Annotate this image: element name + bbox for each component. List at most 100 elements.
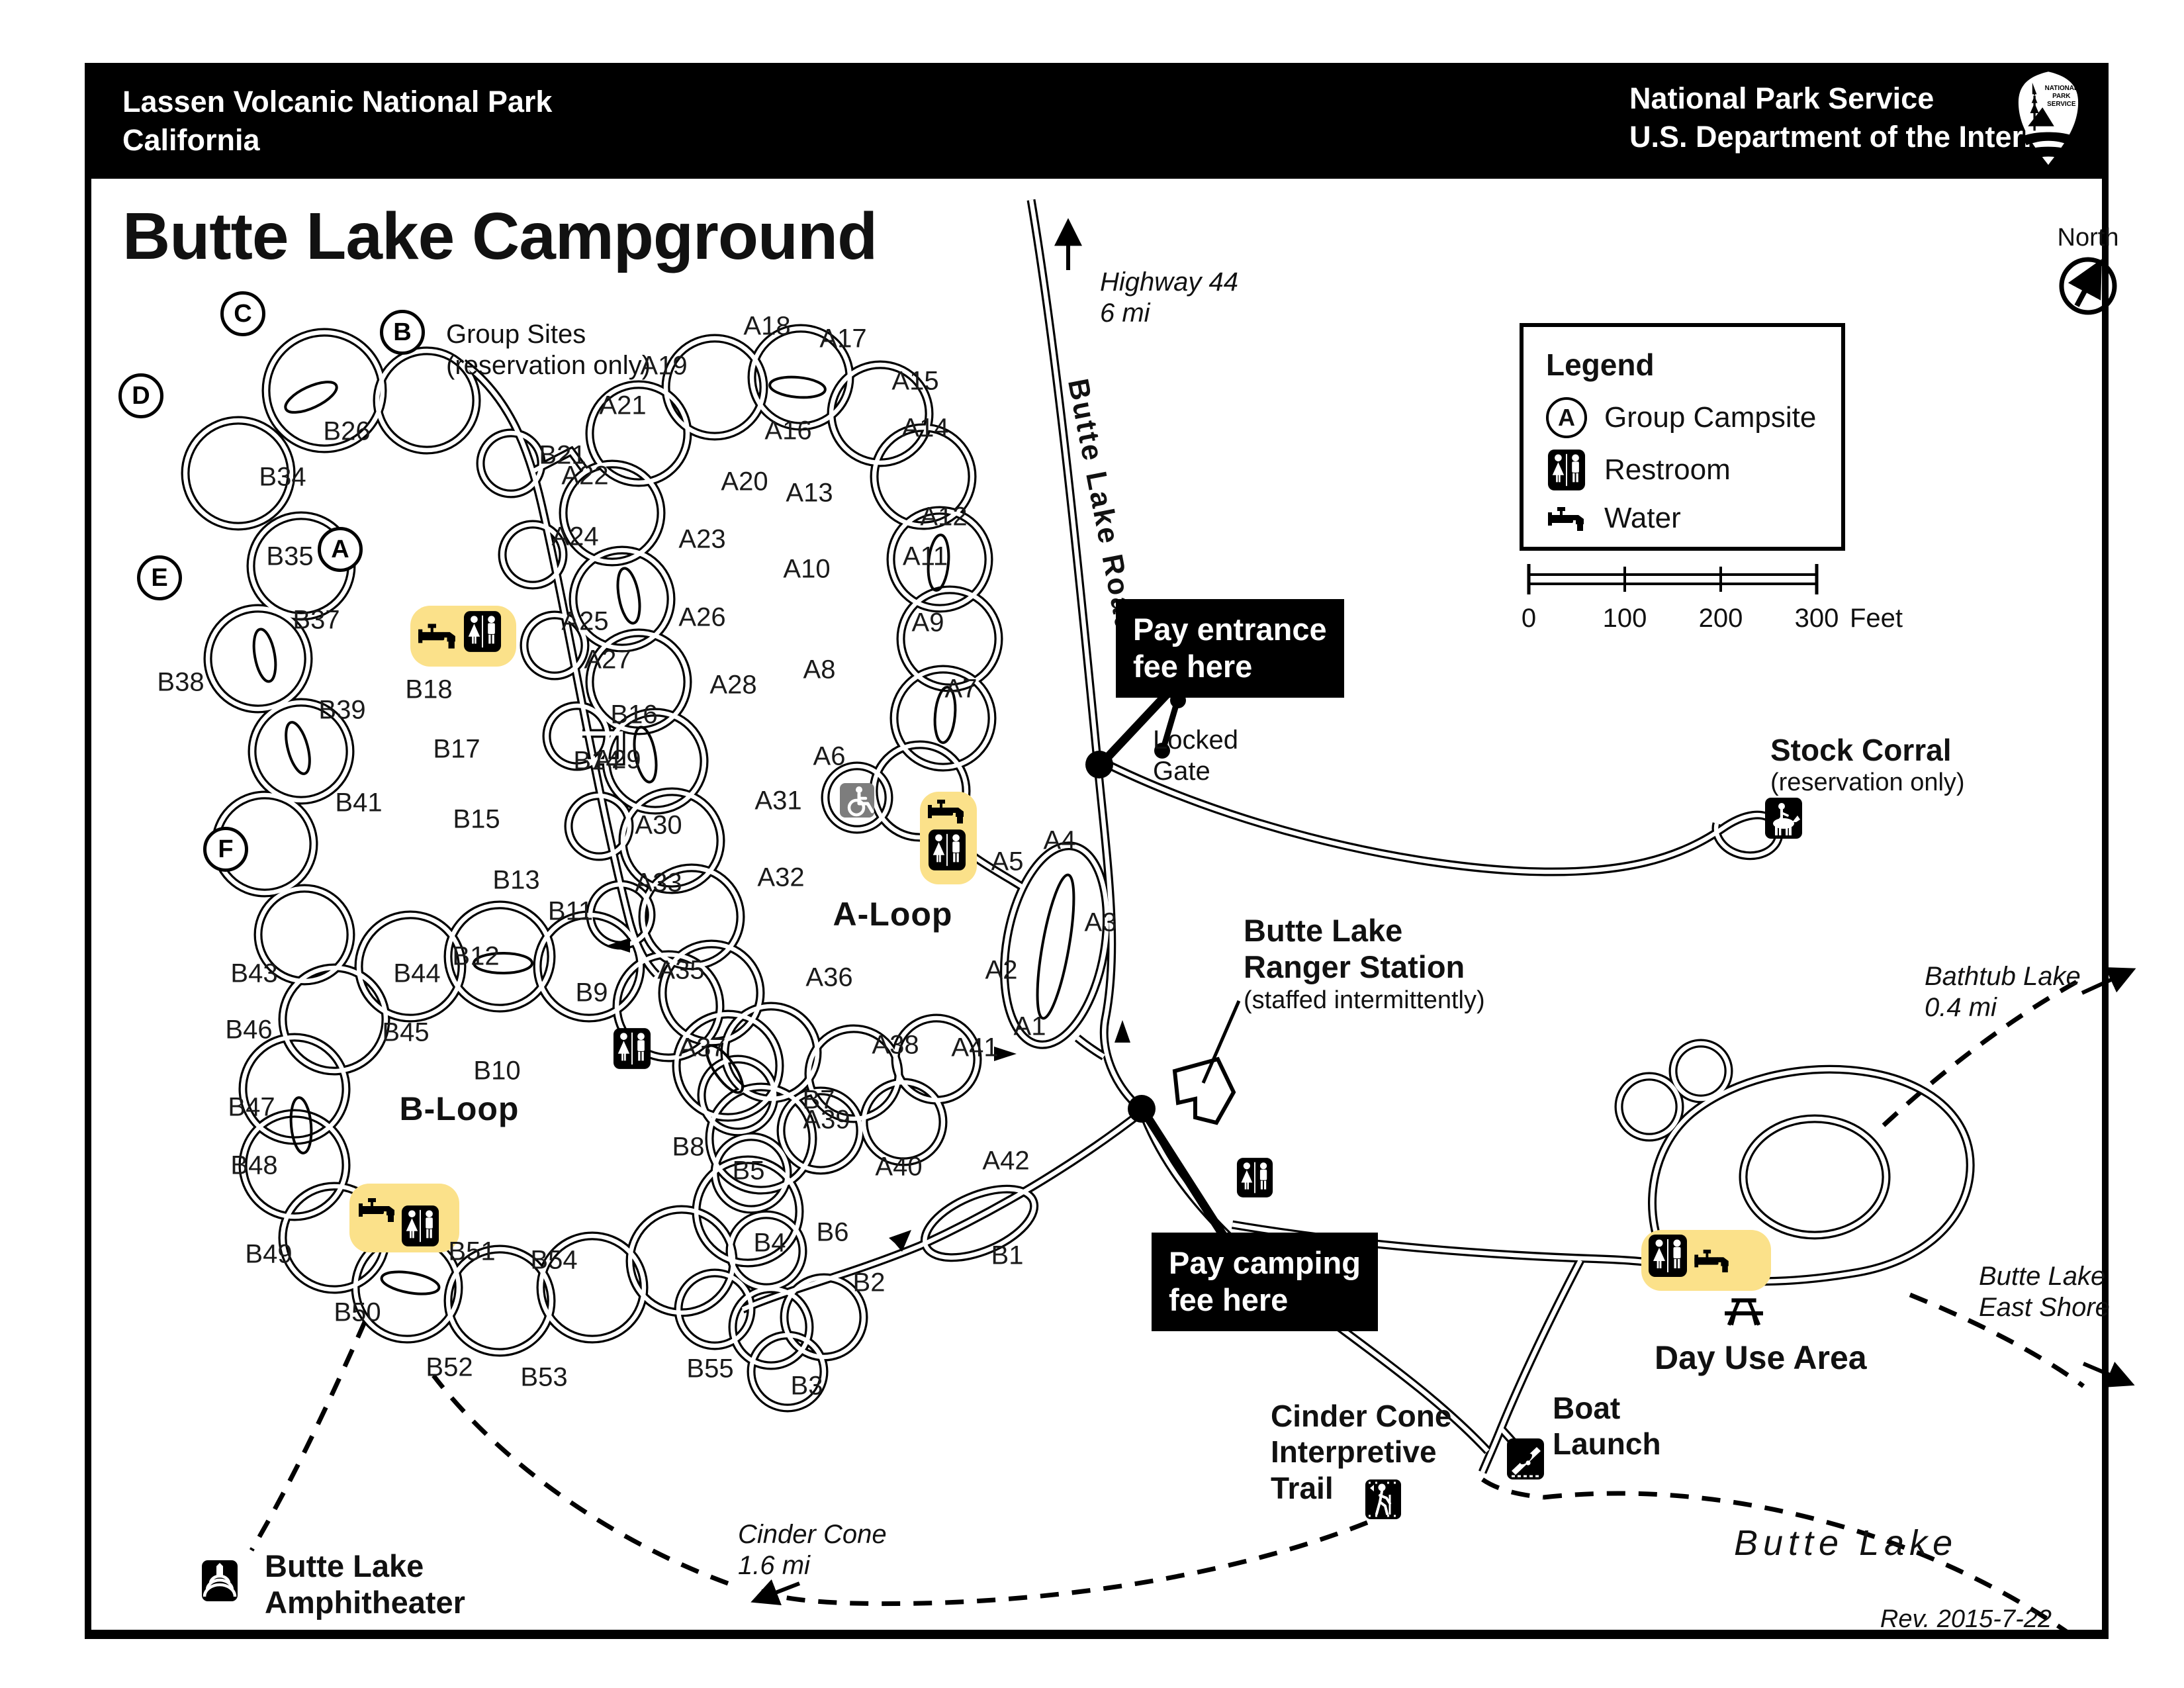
park-state: California: [122, 123, 260, 157]
east-shore-arrow: [2082, 1362, 2135, 1387]
campsite-label: B34: [259, 462, 306, 492]
a-loop-label: A-Loop: [833, 896, 953, 933]
campsite-label: B46: [225, 1015, 273, 1045]
campsite-label: A35: [657, 955, 705, 985]
campsite-spur-petals: [252, 375, 1075, 1295]
scale-tick-300: 300: [1794, 604, 1839, 633]
north-compass-icon: [2059, 257, 2117, 315]
campsite-label: B55: [686, 1354, 734, 1383]
scale-tick-200: 200: [1698, 604, 1743, 633]
campsite-label: B41: [335, 788, 383, 818]
campsite-label: B9: [575, 978, 608, 1008]
legend-label: Restroom: [1604, 453, 1731, 486]
group-site-letter-badge: C: [220, 291, 265, 336]
campsite-label: B11: [547, 896, 594, 926]
campsite-label: A21: [599, 391, 647, 420]
campsite-label: B4: [753, 1228, 786, 1258]
campsite-label: A41: [951, 1033, 999, 1062]
campsite-label: B51: [448, 1237, 496, 1266]
amphitheater-trail: [249, 1319, 368, 1552]
campsite-label: A8: [803, 655, 836, 684]
campsite-label: A1: [1013, 1011, 1046, 1041]
north-label: North: [2057, 224, 2119, 252]
campsite-label: B52: [426, 1352, 473, 1382]
trail-dashed-paths: [249, 978, 2085, 1637]
campsite-label: A15: [891, 366, 939, 396]
arrow-ne-loop-road: [889, 1230, 911, 1252]
lake-shore-trail: [1543, 1491, 2073, 1637]
group-site-letter-badge: E: [137, 555, 182, 600]
campsite-label: B45: [382, 1017, 430, 1047]
logo-text-2: PARK: [2052, 93, 2071, 100]
scale-unit: Feet: [1850, 604, 1903, 633]
campsite-label: A25: [561, 606, 609, 636]
campsite-label: A12: [920, 502, 968, 532]
cinder-trail-arrow: [751, 1579, 801, 1605]
campsite-label: A17: [819, 324, 867, 353]
scale-bar: [1527, 564, 1819, 594]
revision-date: Rev. 2015-7-22: [1880, 1605, 2052, 1633]
campsite-label: B1: [991, 1241, 1024, 1270]
group-campsite-icon: A: [1546, 397, 1587, 438]
group-site-letter-badge: A: [318, 527, 363, 572]
campsite-label: B26: [323, 416, 371, 446]
butte-lake-label: Butte Lake: [1734, 1523, 1958, 1563]
b-loop-label: B-Loop: [399, 1090, 520, 1127]
campsite-label: B38: [157, 667, 205, 697]
campsite-label: B49: [245, 1239, 293, 1269]
campsite-label: B14: [573, 746, 621, 776]
campsite-label: A6: [813, 741, 846, 771]
map-border-right: [2102, 63, 2109, 1639]
legend-label: Water: [1604, 502, 1681, 534]
campsite-label: A3: [1084, 908, 1117, 937]
campsite-label: B44: [393, 959, 441, 988]
legend-label: Group Campsite: [1604, 401, 1817, 434]
campsite-label: B53: [520, 1362, 568, 1392]
park-name: Lassen Volcanic National Park: [122, 85, 553, 118]
campsite-label: A5: [991, 847, 1024, 876]
stock-corral-label: Stock Corral (reservation only): [1770, 733, 1965, 797]
legend-title: Legend: [1546, 348, 1655, 382]
locked-gate-icon: [1154, 692, 1186, 759]
group-site-letter-badge: B: [380, 310, 425, 355]
pay-camping-leader: [1140, 1109, 1230, 1242]
campsite-label: A2: [985, 955, 1018, 985]
trail-arrows: [751, 218, 2136, 1605]
campsite-label: B17: [433, 734, 480, 764]
east-shore-trail: [1909, 1292, 2085, 1388]
campsite-label: B18: [405, 675, 453, 704]
campsite-label: A32: [757, 863, 805, 892]
agency-name: National Park Service: [1629, 81, 1934, 115]
campsite-label: A27: [584, 645, 631, 675]
campsite-label: B50: [334, 1297, 381, 1327]
campsite-label: B43: [230, 959, 278, 988]
campsite-label: A10: [783, 554, 831, 584]
agency-dept: U.S. Department of the Interior: [1629, 120, 2062, 154]
campsite-label: B5: [732, 1156, 765, 1186]
campsite-label: A11: [902, 541, 948, 571]
group-site-letter-badge: F: [203, 827, 248, 872]
nps-arrowhead-logo: NATIONAL PARK SERVICE: [2018, 71, 2079, 165]
campsite-label: A24: [551, 522, 599, 551]
arrow-left-loop-road: [608, 938, 630, 953]
campsite-label: A26: [678, 602, 726, 632]
campsite-label: A38: [872, 1030, 919, 1060]
campsite-label: A37: [678, 1033, 726, 1062]
campsite-label: B35: [266, 541, 314, 571]
campsite-label: A19: [640, 351, 688, 381]
arrow-up-main-road: [1115, 1020, 1130, 1043]
campsite-label: A33: [635, 868, 682, 898]
campsite-label: B2: [852, 1268, 886, 1297]
group-sites-label: Group Sites(reservation only): [446, 320, 651, 381]
ranger-station-leader: [1201, 1000, 1241, 1084]
mountain-icon: [2028, 107, 2054, 126]
campsite-label: A28: [709, 670, 757, 700]
